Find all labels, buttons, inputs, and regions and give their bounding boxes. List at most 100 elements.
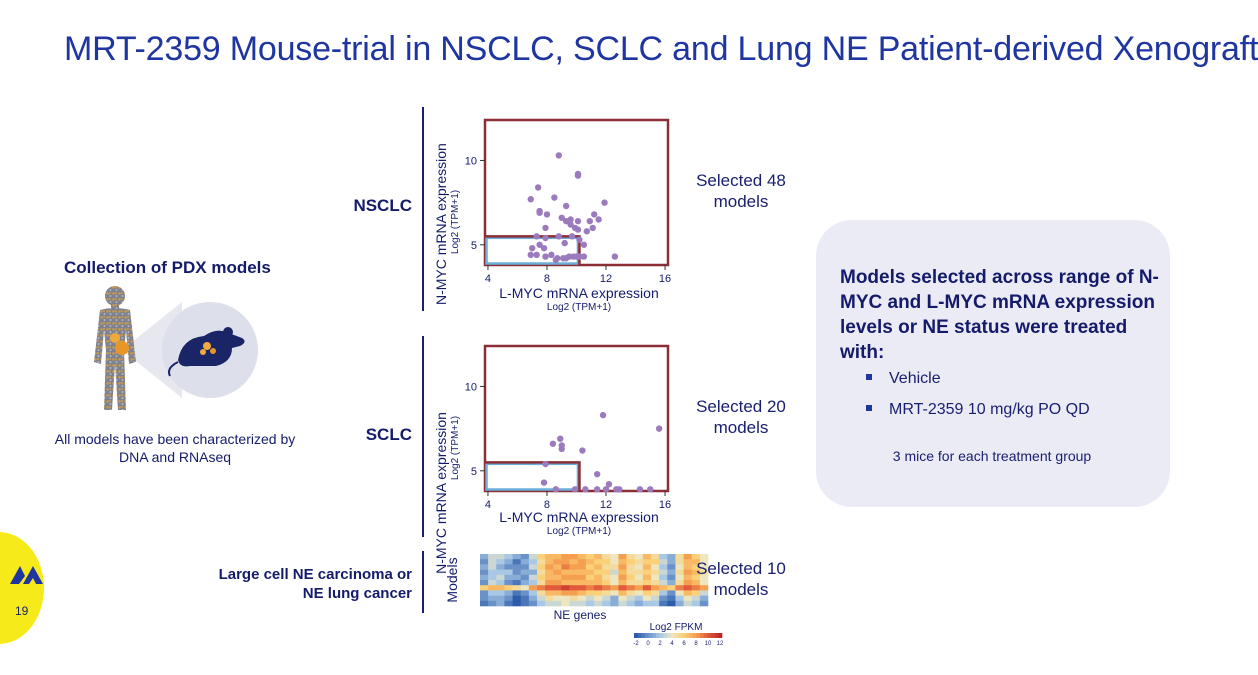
treatment-bullet-vehicle: Vehicle [866, 370, 941, 388]
data-point [574, 217, 582, 225]
color-scale-segment [692, 633, 697, 638]
heatmap-cell [512, 569, 522, 576]
heatmap-cell [691, 554, 701, 560]
heatmap-cell [659, 564, 668, 570]
heatmap-cell [618, 569, 627, 576]
heatmap-cell [512, 590, 522, 596]
heatmap-cell [528, 590, 538, 596]
chart-xlabel: L-MYC mRNA expression [499, 285, 659, 301]
color-scale-segment [663, 633, 668, 638]
heatmap-cell [675, 559, 684, 565]
heatmap-ylabel: Models [444, 557, 460, 602]
pdx-caption: All models have been characterized by DN… [54, 431, 296, 465]
color-scale-tick: 0 [646, 641, 650, 647]
heatmap-cell [512, 595, 522, 602]
heatmap-cell [691, 564, 701, 570]
data-point [565, 253, 573, 260]
color-scale-segment [670, 633, 675, 638]
heatmap-cell [667, 564, 676, 570]
heatmap-cell [528, 564, 538, 570]
heatmap-cell [683, 590, 693, 596]
heatmap-cell [488, 590, 497, 596]
heatmap-cell [651, 590, 660, 596]
heatmap-cell [561, 580, 570, 586]
heatmap-cell [480, 554, 489, 560]
heatmap-cell [488, 554, 497, 560]
heatmap-cell [699, 595, 709, 602]
data-point [529, 244, 536, 252]
heatmap-cell [602, 559, 611, 565]
data-point [579, 447, 586, 454]
data-point [583, 228, 591, 235]
heatmap-cell [512, 574, 522, 581]
heatmap-cell [512, 554, 522, 560]
heatmap-cell [569, 574, 579, 581]
heatmap-cell [626, 595, 636, 602]
chart-ylabel-sub: Log2 (TPM+1) [450, 416, 461, 480]
heatmap-cell [642, 554, 652, 560]
color-scale-tick: 2 [658, 641, 662, 647]
data-point [589, 224, 596, 232]
heatmap-cell [642, 569, 652, 576]
color-scale-segment [678, 633, 682, 638]
heatmap-cell [618, 559, 627, 565]
heatmap-cell [683, 580, 693, 586]
heatmap-cell [699, 590, 709, 596]
heatmap-cell [618, 580, 627, 586]
heatmap-cell [520, 559, 530, 565]
x-tick-label: 8 [544, 273, 550, 285]
heatmap-cell [496, 580, 505, 586]
heatmap-cell [585, 574, 595, 581]
chart-ylabel-sub: Log2 (TPM+1) [450, 190, 461, 254]
heatmap-cell [642, 559, 652, 565]
heatmap-cell [569, 580, 579, 586]
heatmap-cell [594, 564, 603, 570]
heatmap-cell [537, 595, 546, 602]
lcnec-label: Large cell NE carcinoma or NE lung cance… [218, 566, 412, 602]
heatmap-cell [610, 595, 619, 602]
heatmap-cell [545, 600, 554, 607]
heatmap-cell [537, 585, 546, 591]
heatmap-cell [480, 580, 489, 586]
heatmap-cell [610, 564, 619, 570]
pdx-collection-heading: Collection of PDX models [64, 258, 271, 277]
heatmap-cell [626, 590, 636, 596]
data-point [562, 202, 570, 210]
heatmap-cell [618, 554, 627, 560]
data-point [527, 251, 534, 259]
color-scale-segment [674, 633, 679, 638]
heatmap-cell [553, 585, 562, 591]
heatmap-cell [659, 559, 668, 565]
data-point [555, 152, 562, 159]
data-point [549, 440, 557, 447]
heatmap-cell [659, 580, 668, 586]
lcnec-selected-count: Selected 10 models [696, 559, 786, 599]
heatmap-cell [667, 590, 676, 596]
heatmap-cell [634, 554, 644, 560]
heatmap-cell [537, 569, 546, 576]
heatmap-cell [545, 564, 554, 570]
data-point [561, 239, 568, 247]
heatmap-cell [691, 590, 701, 596]
heatmap-cell [618, 590, 627, 596]
heatmap-cell [667, 559, 676, 565]
heatmap-cell [659, 585, 668, 591]
sclc-scatter-chart: N-MYC mRNA expression Log2 (TPM+1) L-MYC… [433, 344, 671, 574]
heatmap-cell [602, 585, 611, 591]
heatmap-cell [480, 585, 489, 591]
color-scale-segment [656, 633, 660, 638]
heatmap-cell [496, 564, 505, 570]
heatmap-cell [504, 595, 513, 602]
heatmap-cell [520, 595, 530, 602]
zoom-cone [122, 302, 182, 398]
heatmap-cell [537, 574, 546, 581]
heatmap-cell [699, 580, 709, 586]
heatmap-cell [675, 574, 684, 581]
heatmap-cell [683, 564, 693, 570]
heatmap-cell [602, 600, 611, 607]
heatmap-cell [602, 580, 611, 586]
heatmap-cell [610, 600, 619, 607]
heatmap-cell [602, 595, 611, 602]
heatmap-cell [577, 569, 587, 576]
pdx-illustration [94, 286, 258, 410]
